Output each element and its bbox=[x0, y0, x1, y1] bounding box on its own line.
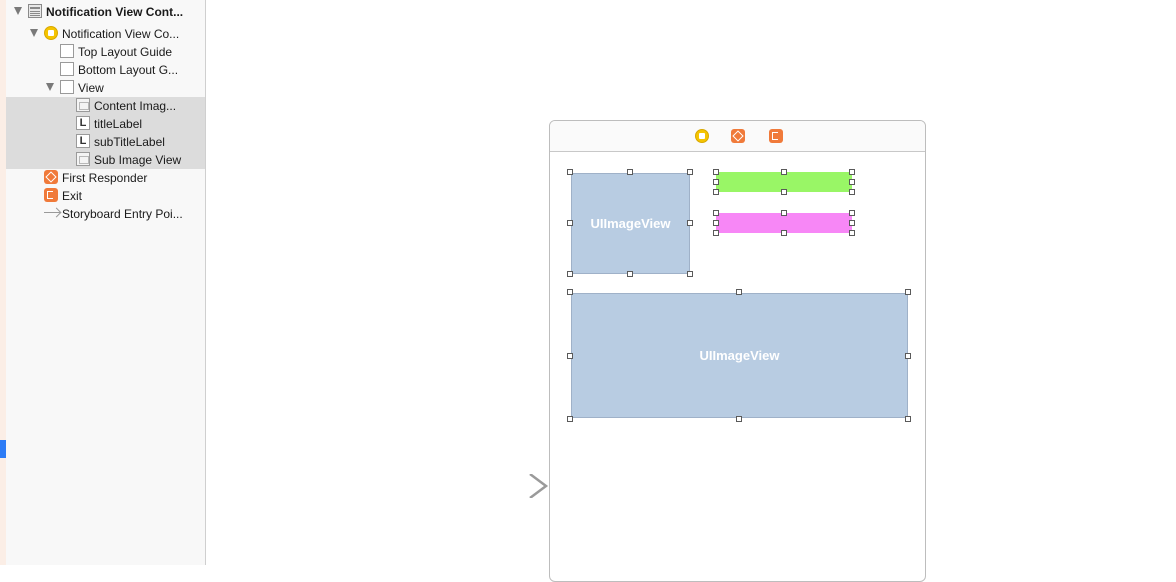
outline-item-label: Content Imag... bbox=[94, 99, 177, 113]
disclosure-triangle-icon[interactable] bbox=[46, 83, 54, 91]
resize-handle[interactable] bbox=[736, 289, 742, 295]
resize-handle[interactable] bbox=[713, 169, 719, 175]
resize-handle[interactable] bbox=[849, 189, 855, 195]
layout-guide-icon bbox=[60, 62, 74, 76]
disclosure-triangle-icon[interactable] bbox=[14, 7, 22, 15]
label-icon: L bbox=[76, 134, 90, 148]
outline-item-view[interactable]: View bbox=[6, 79, 205, 97]
resize-handle[interactable] bbox=[713, 230, 719, 236]
label-icon: L bbox=[76, 116, 90, 130]
resize-handle[interactable] bbox=[736, 416, 742, 422]
resize-handle[interactable] bbox=[905, 289, 911, 295]
resize-handle[interactable] bbox=[781, 210, 787, 216]
resize-handle[interactable] bbox=[567, 169, 573, 175]
scene-icon bbox=[28, 4, 42, 18]
outline-item-content-image-view[interactable]: Content Imag... bbox=[6, 97, 205, 115]
outline-item-label: Bottom Layout G... bbox=[78, 63, 179, 77]
resize-handle[interactable] bbox=[567, 416, 573, 422]
resize-handle[interactable] bbox=[713, 210, 719, 216]
resize-handle[interactable] bbox=[849, 220, 855, 226]
resize-handle[interactable] bbox=[849, 169, 855, 175]
content-image-view[interactable]: UIImageView bbox=[571, 173, 690, 274]
outline-item-label: First Responder bbox=[62, 171, 148, 185]
outline-item-scene[interactable]: Notification View Cont... bbox=[6, 3, 205, 21]
view-icon bbox=[60, 80, 74, 94]
sub-image-view[interactable]: UIImageView bbox=[571, 293, 908, 418]
outline-item-label: Storyboard Entry Poi... bbox=[62, 207, 183, 221]
outline-item-label: titleLabel bbox=[94, 117, 143, 131]
resize-handle[interactable] bbox=[713, 189, 719, 195]
entry-point-arrow-icon bbox=[44, 212, 60, 213]
resize-handle[interactable] bbox=[849, 210, 855, 216]
outline-item-label: Notification View Co... bbox=[62, 27, 180, 41]
resize-handle[interactable] bbox=[849, 179, 855, 185]
outline-item-bottom-layout-guide[interactable]: Bottom Layout G... bbox=[6, 61, 205, 79]
resize-handle[interactable] bbox=[781, 230, 787, 236]
outline-item-label: Exit bbox=[62, 189, 83, 203]
resize-handle[interactable] bbox=[567, 220, 573, 226]
view-controller-icon bbox=[44, 26, 58, 40]
image-view-icon bbox=[76, 98, 90, 112]
view-controller-icon[interactable] bbox=[695, 129, 709, 143]
outline-item-top-layout-guide[interactable]: Top Layout Guide bbox=[6, 43, 205, 61]
storyboard-entry-arrow-icon[interactable] bbox=[450, 474, 550, 498]
outline-item-label: Sub Image View bbox=[94, 153, 182, 167]
resize-handle[interactable] bbox=[849, 230, 855, 236]
outline-item-first-responder[interactable]: First Responder bbox=[6, 169, 205, 187]
subtitle-label[interactable] bbox=[716, 213, 852, 233]
left-edge-strip bbox=[0, 0, 6, 565]
resize-handle[interactable] bbox=[687, 220, 693, 226]
layout-guide-icon bbox=[60, 44, 74, 58]
resize-handle[interactable] bbox=[713, 220, 719, 226]
resize-handle[interactable] bbox=[905, 416, 911, 422]
resize-handle[interactable] bbox=[781, 169, 787, 175]
outline-item-label: Top Layout Guide bbox=[78, 45, 173, 59]
image-view-icon bbox=[76, 152, 90, 166]
disclosure-triangle-icon[interactable] bbox=[30, 29, 38, 37]
outline-item-sub-image-view[interactable]: Sub Image View bbox=[6, 151, 205, 169]
exit-icon bbox=[44, 188, 58, 202]
first-responder-icon bbox=[44, 170, 58, 184]
outline-item-label: subTitleLabel bbox=[94, 135, 165, 149]
resize-handle[interactable] bbox=[567, 353, 573, 359]
first-responder-icon[interactable] bbox=[731, 129, 745, 143]
resize-handle[interactable] bbox=[567, 271, 573, 277]
outline-item-label: Notification View Cont... bbox=[46, 5, 184, 19]
resize-handle[interactable] bbox=[627, 271, 633, 277]
resize-handle[interactable] bbox=[781, 189, 787, 195]
outline-item-view-controller[interactable]: Notification View Co... bbox=[6, 25, 205, 43]
outline-item-subtitle-label[interactable]: L subTitleLabel bbox=[6, 133, 205, 151]
left-selection-marker bbox=[0, 440, 6, 458]
exit-icon[interactable] bbox=[769, 129, 783, 143]
resize-handle[interactable] bbox=[713, 179, 719, 185]
resize-handle[interactable] bbox=[905, 353, 911, 359]
resize-handle[interactable] bbox=[687, 271, 693, 277]
document-outline: Notification View Cont... Notification V… bbox=[6, 0, 206, 565]
resize-handle[interactable] bbox=[627, 169, 633, 175]
resize-handle[interactable] bbox=[687, 169, 693, 175]
scene-dock bbox=[550, 121, 925, 152]
resize-handle[interactable] bbox=[567, 289, 573, 295]
outline-item-exit[interactable]: Exit bbox=[6, 187, 205, 205]
outline-item-label: View bbox=[78, 81, 104, 95]
outline-item-title-label[interactable]: L titleLabel bbox=[6, 115, 205, 133]
outline-item-storyboard-entry-point[interactable]: Storyboard Entry Poi... bbox=[6, 205, 205, 223]
title-label[interactable] bbox=[716, 172, 852, 192]
